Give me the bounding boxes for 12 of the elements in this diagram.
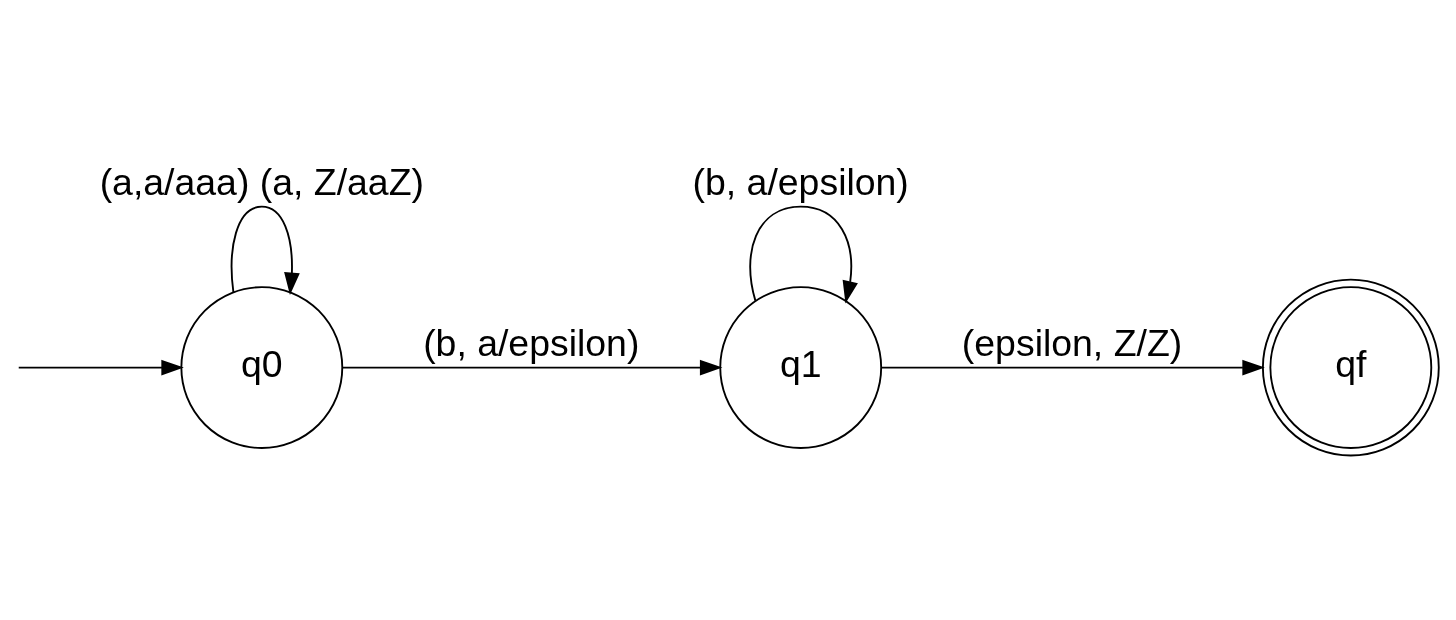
edge-label: (b, a/epsilon) <box>423 321 640 364</box>
edge-label: (b, a/epsilon) <box>692 160 909 203</box>
node-circle: q1 <box>719 285 883 449</box>
arrow <box>230 205 300 295</box>
edge-label: (epsilon, Z/Z) <box>961 321 1183 364</box>
arrow <box>341 359 723 375</box>
arrow <box>17 359 184 375</box>
node-circle: q0 <box>180 285 344 449</box>
node-circle: qf <box>1261 278 1440 456</box>
arrow <box>880 359 1265 375</box>
edge-label: (a,a/aaa) (a, Z/aaZ) <box>99 160 424 203</box>
arrow <box>749 205 858 303</box>
